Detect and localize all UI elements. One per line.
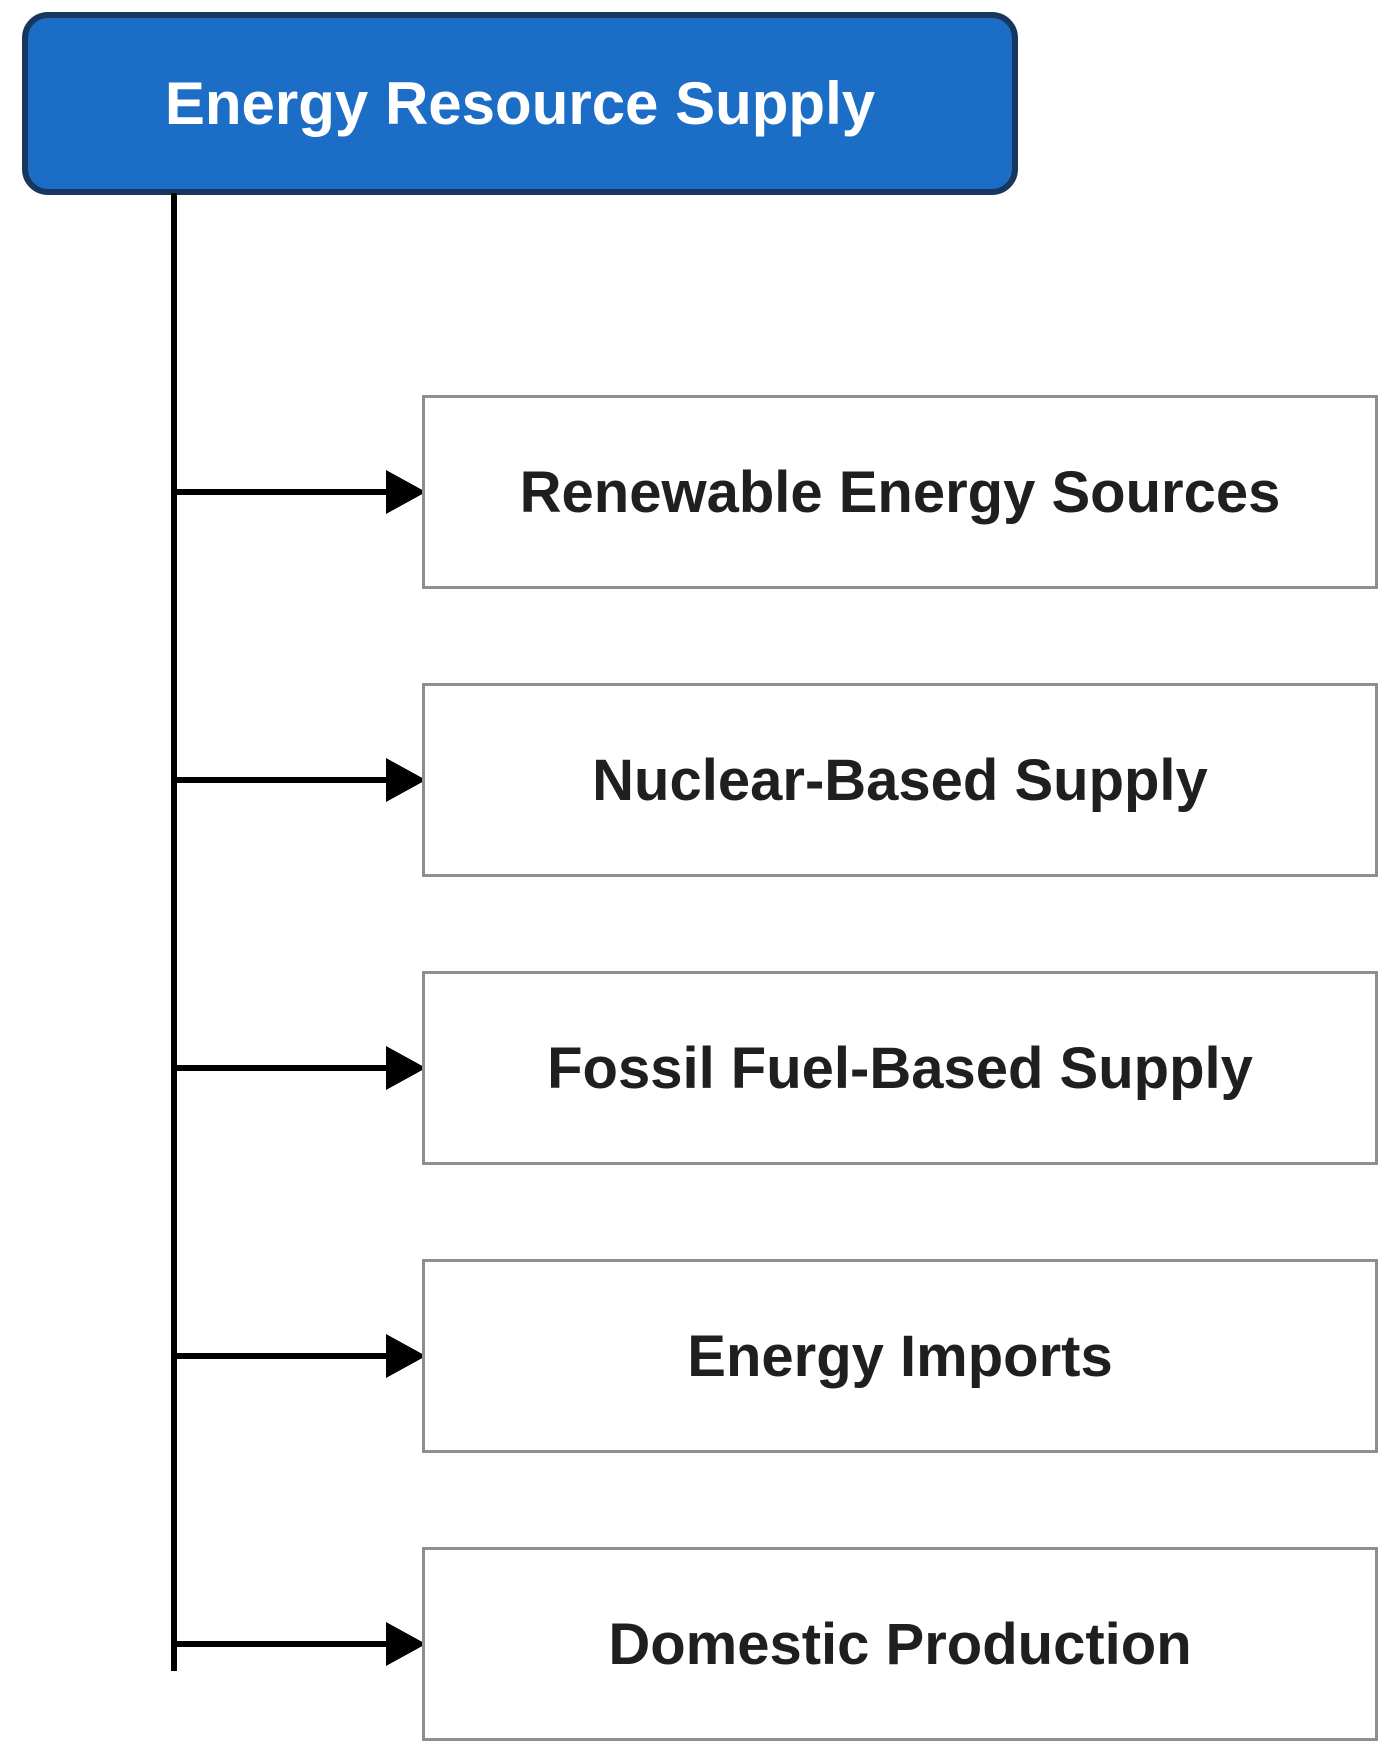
node-label: Nuclear-Based Supply <box>592 747 1208 813</box>
node-label: Fossil Fuel-Based Supply <box>547 1035 1253 1101</box>
branch-line <box>174 489 388 495</box>
node-domestic-production: Domestic Production <box>422 1547 1378 1741</box>
arrow-right-icon <box>386 1334 426 1378</box>
node-label: Renewable Energy Sources <box>519 459 1281 525</box>
node-fossil-fuel-based-supply: Fossil Fuel-Based Supply <box>422 971 1378 1165</box>
node-renewable-energy-sources: Renewable Energy Sources <box>422 395 1378 589</box>
arrow-right-icon <box>386 1046 426 1090</box>
node-nuclear-based-supply: Nuclear-Based Supply <box>422 683 1378 877</box>
node-energy-imports: Energy Imports <box>422 1259 1378 1453</box>
branch-line <box>174 1641 388 1647</box>
root-node-label: Energy Resource Supply <box>164 70 876 137</box>
branch-line <box>174 1065 388 1071</box>
node-label: Domestic Production <box>608 1611 1192 1677</box>
connector-trunk-line <box>171 193 177 1671</box>
arrow-right-icon <box>386 758 426 802</box>
node-label: Energy Imports <box>687 1323 1113 1389</box>
root-node-energy-resource-supply: Energy Resource Supply <box>22 12 1018 195</box>
branch-line <box>174 777 388 783</box>
branch-line <box>174 1353 388 1359</box>
arrow-right-icon <box>386 1622 426 1666</box>
arrow-right-icon <box>386 470 426 514</box>
